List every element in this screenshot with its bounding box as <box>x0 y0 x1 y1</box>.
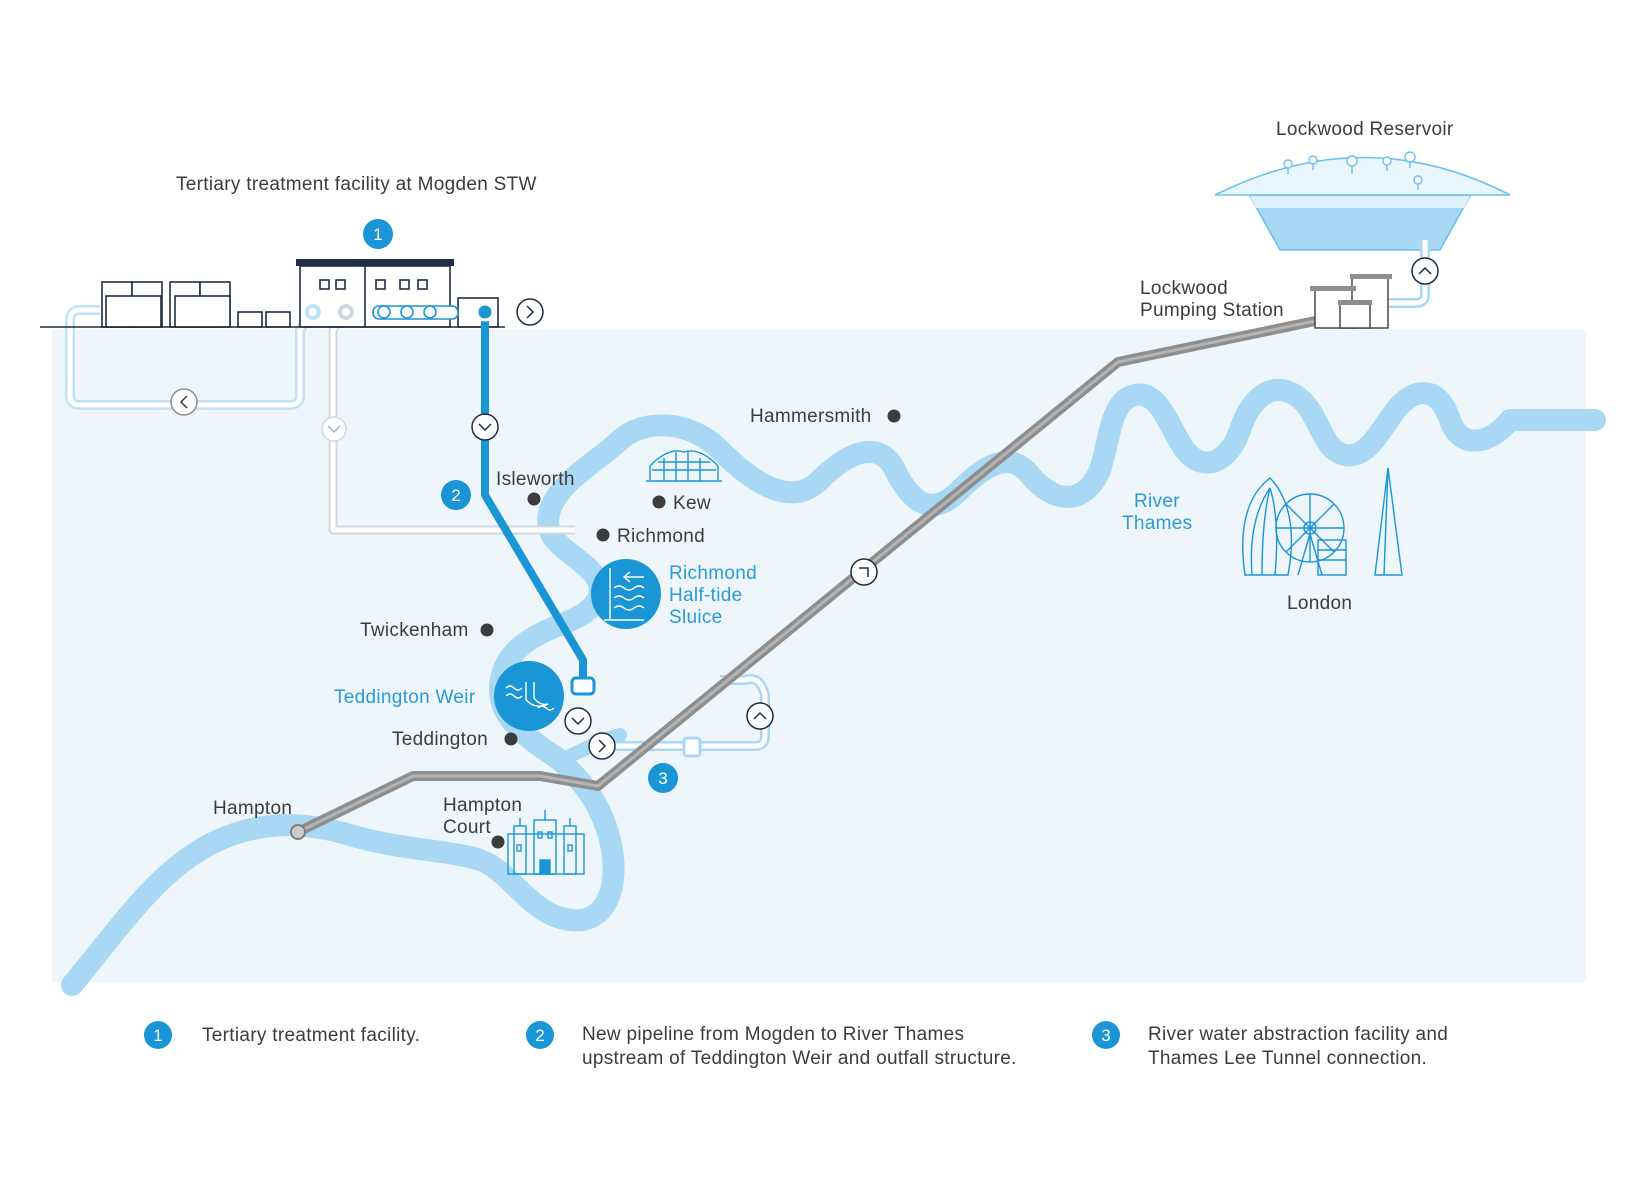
svg-text:New pipeline from Mogden to Ri: New pipeline from Mogden to River Thames <box>582 1024 964 1045</box>
marker-2: 2 <box>441 480 471 510</box>
svg-text:Thames Lee Tunnel connection.: Thames Lee Tunnel connection. <box>1148 1048 1427 1069</box>
dot-hampton-court <box>491 835 505 849</box>
place-dots <box>480 409 901 849</box>
hampton-court-palace-icon <box>507 810 585 875</box>
label-river-2: Thames <box>1122 513 1192 534</box>
label-hampton-court-2: Court <box>443 817 491 838</box>
svg-text:upstream of Teddington Weir an: upstream of Teddington Weir and outfall … <box>582 1048 1017 1069</box>
kew-palm-house-icon <box>646 450 722 482</box>
legend-item-3: 3 River water abstraction facility and T… <box>1092 1021 1448 1069</box>
sluice-icon <box>591 559 661 629</box>
pumping-station-label-1: Lockwood <box>1140 278 1228 299</box>
dot-richmond <box>596 528 610 542</box>
label-london: London <box>1287 593 1352 614</box>
pumping-station-label-2: Pumping Station <box>1140 300 1284 321</box>
dot-teddington <box>504 732 518 746</box>
label-richmond: Richmond <box>617 526 705 547</box>
dot-twickenham <box>480 623 494 637</box>
legend-item-1: 1 Tertiary treatment facility. <box>144 1021 420 1049</box>
label-kew: Kew <box>673 493 711 514</box>
label-sluice-1: Richmond <box>669 563 757 584</box>
label-weir: Teddington Weir <box>334 687 476 708</box>
mogden-title: Tertiary treatment facility at Mogden ST… <box>176 174 537 195</box>
filter-pipes <box>305 304 459 320</box>
label-river-1: River <box>1134 491 1180 512</box>
label-twickenham: Twickenham <box>360 620 469 641</box>
svg-text:3: 3 <box>1101 1026 1110 1045</box>
svg-text:1: 1 <box>373 225 382 244</box>
label-isleworth: Isleworth <box>496 469 575 490</box>
dot-kew <box>652 495 666 509</box>
svg-text:2: 2 <box>535 1026 544 1045</box>
map-background <box>52 330 1586 982</box>
label-sluice-2: Half-tide <box>669 585 742 606</box>
label-hampton-court-1: Hampton <box>443 795 522 816</box>
svg-text:3: 3 <box>658 769 667 788</box>
london-skyline-icon <box>1242 467 1403 576</box>
chevron-icon <box>170 257 1439 760</box>
reservoir-title: Lockwood Reservoir <box>1276 119 1454 140</box>
legend-item-2: 2 New pipeline from Mogden to River Tham… <box>526 1021 1017 1069</box>
tunnel-end <box>290 824 306 840</box>
pumping-station-icon <box>1314 277 1389 329</box>
label-teddington: Teddington <box>392 729 488 750</box>
svg-text:Tertiary treatment facility.: Tertiary treatment facility. <box>202 1025 420 1046</box>
dot-hammersmith <box>887 409 901 423</box>
river-thames <box>61 379 1606 996</box>
dot-isleworth <box>527 492 541 506</box>
weir-icon <box>494 661 564 731</box>
legend: 1 Tertiary treatment facility. 2 New pip… <box>144 1021 1448 1069</box>
label-hampton: Hampton <box>213 798 292 819</box>
marker-3: 3 <box>648 763 678 793</box>
new-pipeline <box>481 312 587 690</box>
label-sluice-3: Sluice <box>669 607 723 628</box>
label-hammersmith: Hammersmith <box>750 406 872 427</box>
mogden-roof <box>296 259 454 266</box>
svg-text:River water abstraction facili: River water abstraction facility and <box>1148 1024 1448 1045</box>
svg-text:1: 1 <box>153 1026 162 1045</box>
marker-1: 1 <box>363 219 393 249</box>
svg-text:2: 2 <box>451 486 460 505</box>
lockwood-reservoir <box>1214 151 1511 251</box>
